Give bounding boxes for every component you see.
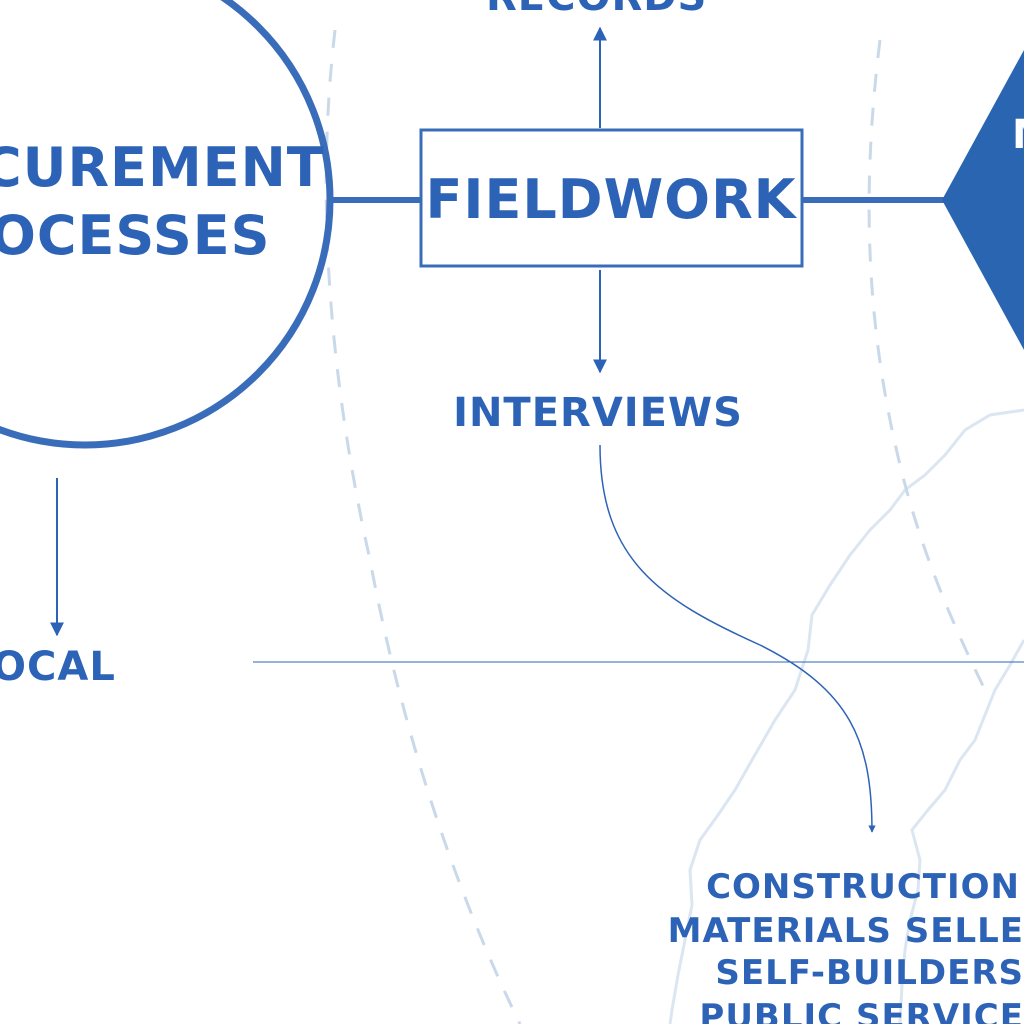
hexagon-label: M: [1012, 112, 1024, 158]
participant-self-builders: SELF-BUILDERS: [715, 953, 1024, 993]
procurement-label-line1: CUREMENT: [0, 136, 325, 199]
dashed-curve-left: [324, 29, 522, 1024]
dashed-curve-right: [867, 39, 992, 701]
background-contour-2: [898, 639, 1024, 1024]
records-label: RECORDS: [486, 0, 707, 20]
fieldwork-label: FIELDWORK: [426, 168, 798, 231]
fieldwork-box: [419, 128, 804, 268]
participant-construction: CONSTRUCTION: [706, 867, 1020, 907]
arrow-interviews-to-participants: [599, 444, 876, 833]
procurement-label-line2: OCESSES: [0, 204, 271, 267]
participant-materials-sellers: MATERIALS SELLE: [668, 911, 1024, 951]
interviews-label: INTERVIEWS: [453, 390, 743, 436]
local-label: OCAL: [0, 644, 116, 690]
participant-public-services: PUBLIC SERVICE: [699, 997, 1024, 1024]
hexagon-node: [942, 50, 1024, 350]
